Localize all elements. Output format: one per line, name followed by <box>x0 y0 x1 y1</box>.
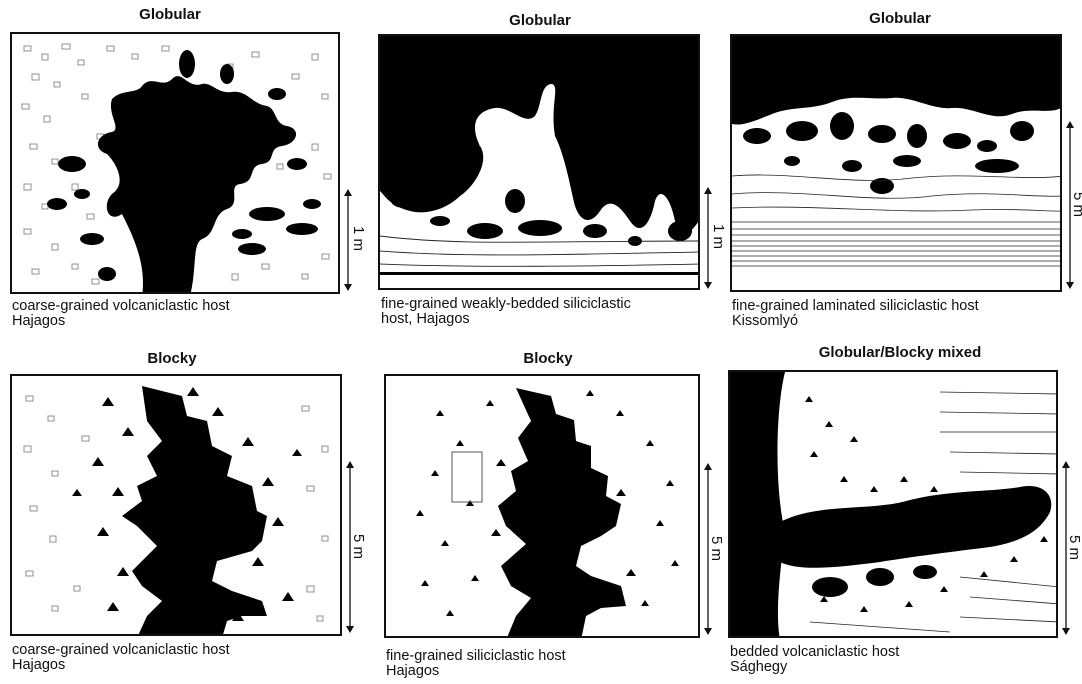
panel-2-scale-label: 1 m <box>710 223 728 250</box>
host-triangles <box>805 396 1048 612</box>
intrusion-body <box>380 36 698 234</box>
host-triangles <box>72 387 302 621</box>
panel-1-figure <box>21 43 332 292</box>
panel-4-diagram <box>10 374 342 636</box>
intrusion-body <box>98 76 296 292</box>
intrusion-body <box>732 36 1060 125</box>
intrusion-body <box>122 386 267 634</box>
panel-5-scale-label: 5 m <box>708 535 726 562</box>
panel-3-scale-label: 5 m <box>1070 192 1082 217</box>
panel-1-title: Globular <box>139 6 201 23</box>
panel-1-caption-line1: coarse-grained volcaniclastic host <box>12 298 230 314</box>
panel-6-scale-bar: 5 m <box>1058 460 1082 636</box>
lamination-lines <box>732 174 1060 267</box>
host-triangles <box>416 390 679 616</box>
panel-4-figure <box>23 386 329 634</box>
panel-1-scale-bar: 1 m <box>340 188 368 292</box>
panel-5-caption-line1: fine-grained siliciclastic host <box>386 648 566 664</box>
panel-6-scale-label: 5 m <box>1066 534 1082 561</box>
panel-2-figure <box>380 36 698 275</box>
panel-1-diagram <box>10 32 340 294</box>
panel-2-title: Globular <box>509 12 571 29</box>
panel-2-caption-line2: host, Hajagos <box>381 311 470 327</box>
panel-3-figure <box>732 36 1060 267</box>
panel-6-title: Globular/Blocky mixed <box>818 344 982 361</box>
bedding-lines <box>380 235 698 267</box>
host-clasts <box>23 395 329 622</box>
intrusion-left-wall <box>730 372 785 636</box>
panel-4-scale-label: 5 m <box>350 533 368 560</box>
panel-6-figure <box>730 372 1056 636</box>
panel-5-figure <box>416 388 679 636</box>
panel-1-scale-label: 1 m <box>350 225 368 252</box>
panel-1-caption-line2: Hajagos <box>12 313 66 329</box>
panel-5-diagram <box>384 374 700 638</box>
panel-5-scale-bar: 5 m <box>700 462 726 636</box>
panel-2-diagram <box>378 34 700 290</box>
panel-2-caption-line1: fine-grained weakly-bedded siliciclastic <box>381 296 631 312</box>
panel-3-scale-bar: 5 m <box>1062 120 1082 290</box>
panel-5-title: Blocky <box>523 350 573 367</box>
panel-4-title: Blocky <box>147 350 197 367</box>
panel-3-title: Globular <box>869 10 931 27</box>
intrusion-tongue <box>780 486 1052 568</box>
bedding-lines <box>809 391 1056 633</box>
host-clasts <box>21 43 332 285</box>
detached-globules <box>47 50 321 281</box>
panel-3-caption-line1: fine-grained laminated siliciclastic hos… <box>732 298 979 314</box>
panel-3-caption-line2: Kissomlyó <box>732 313 799 329</box>
panel-4-caption-line1: coarse-grained volcaniclastic host <box>12 642 230 658</box>
panel-5-caption-line2: Hajagos <box>386 663 440 679</box>
panel-4-caption-line2: Hajagos <box>12 657 66 673</box>
intrusion-body <box>498 388 626 636</box>
panel-6-caption-line2: Sághegy <box>730 659 788 675</box>
panel-6-caption-line1: bedded volcaniclastic host <box>730 644 900 660</box>
panel-6-diagram <box>728 370 1058 638</box>
panel-4-scale-bar: 5 m <box>342 460 368 634</box>
panel-3-diagram <box>730 34 1062 292</box>
panel-2-scale-bar: 1 m <box>700 186 728 290</box>
